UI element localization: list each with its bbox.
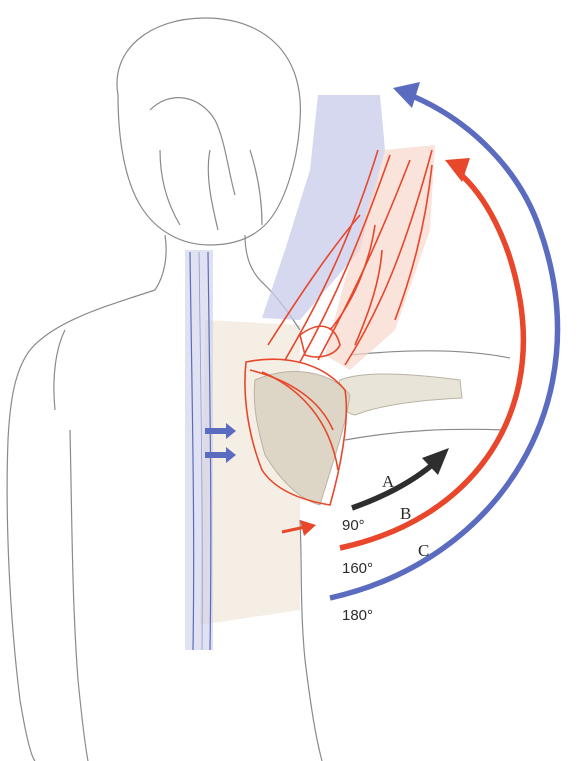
angle-label-160: 160° <box>342 560 373 577</box>
angle-label-180: 180° <box>342 607 373 624</box>
angle-label-90: 90° <box>342 517 365 534</box>
arc-b-letter: B <box>400 504 411 523</box>
arc-c-letter: C <box>418 541 429 560</box>
humerus <box>338 374 462 415</box>
arc-a-letter: A <box>382 472 395 491</box>
arc-a <box>352 448 449 508</box>
spine <box>185 250 213 650</box>
